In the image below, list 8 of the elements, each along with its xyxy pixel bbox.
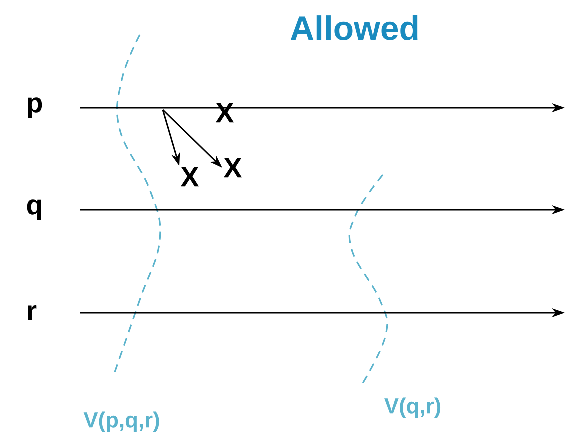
process-label: p (28, 98, 42, 118)
cut-label: V(q,r) (384, 398, 441, 418)
event-mark: X (180, 167, 200, 187)
cut-label: V(p,q,r) (84, 412, 160, 432)
event-mark: X (224, 158, 242, 178)
title: Allowed (290, 16, 418, 40)
process-label: q (27, 200, 42, 220)
process-label: r (28, 306, 37, 320)
